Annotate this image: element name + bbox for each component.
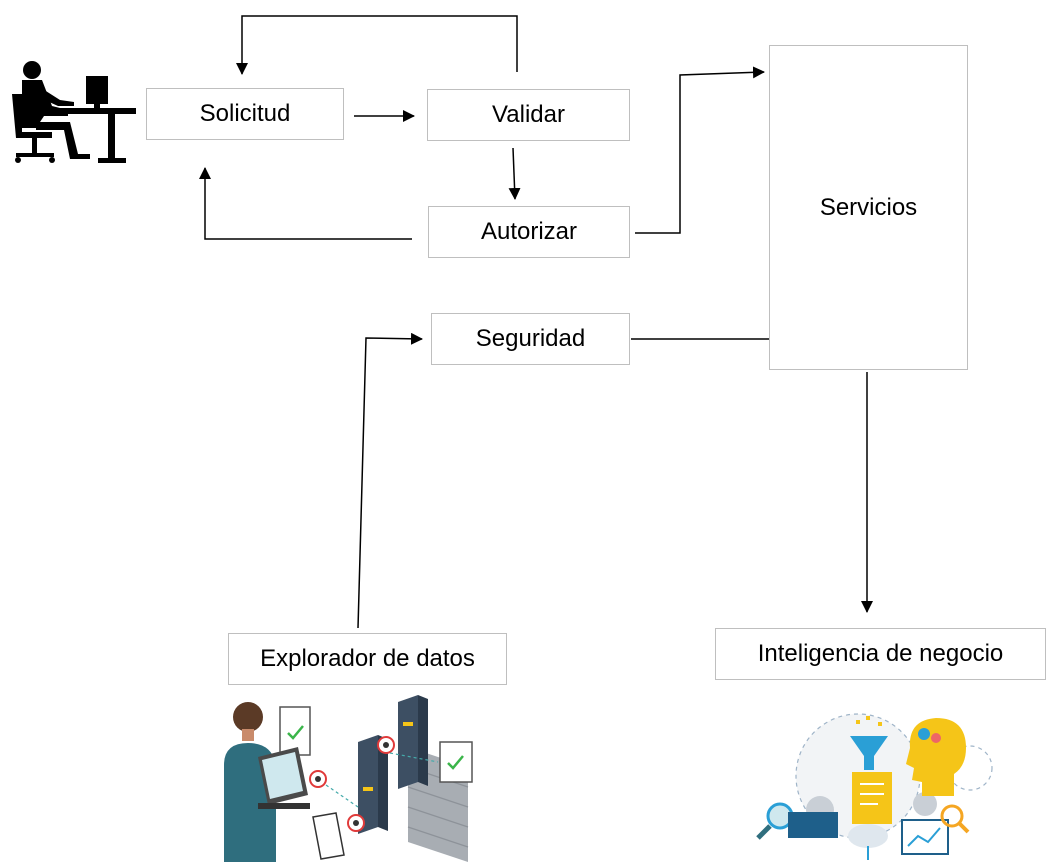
business-intelligence-illustration	[756, 713, 993, 860]
node-inteligencia-de-negocio: Inteligencia de negocio	[715, 628, 1046, 680]
node-explorador-de-datos: Explorador de datos	[228, 633, 507, 685]
edge-explorador-to-seguridad	[357, 332, 423, 629]
node-autorizar: Autorizar	[428, 206, 630, 258]
node-servicios: Servicios	[769, 45, 968, 370]
node-seguridad: Seguridad	[431, 313, 630, 365]
edge-autorizar-to-solicitud	[199, 167, 412, 240]
edge-validar-to-solicitud-top	[236, 15, 518, 75]
node-solicitud: Solicitud	[146, 88, 344, 140]
person-at-desk-icon	[12, 61, 136, 163]
data-explorer-illustration	[224, 695, 473, 862]
edge-autorizar-to-servicios	[635, 66, 765, 234]
node-validar: Validar	[427, 89, 630, 141]
edge-validar-to-autorizar	[508, 147, 521, 200]
